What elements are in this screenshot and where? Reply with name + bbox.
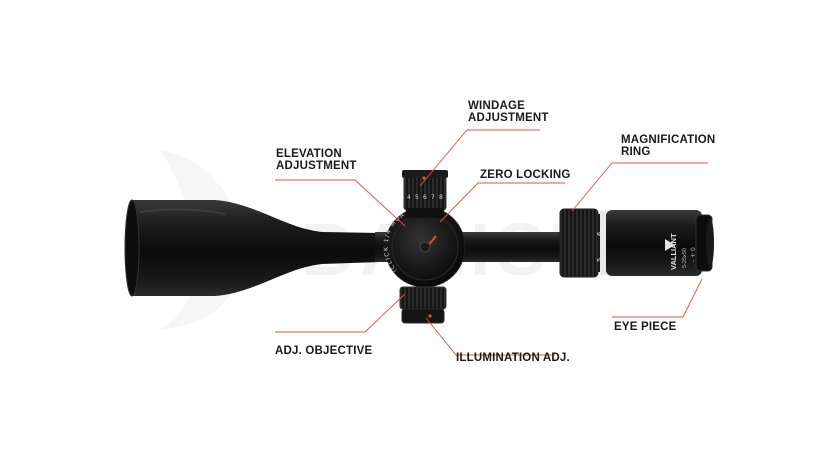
dial-number: 6	[423, 194, 427, 201]
illumination-turret	[399, 286, 447, 310]
eye-piece-label: EYE PIECE	[614, 321, 677, 333]
adj-objective-label: ADJ. OBJECTIVE	[275, 345, 372, 357]
magnification-ring-label: MAGNIFICATION RING	[621, 134, 715, 158]
windage-line2: ADJUSTMENT	[468, 112, 549, 124]
dial-number: 4	[407, 194, 411, 201]
elevation-turret	[403, 175, 447, 211]
eyepiece-body	[606, 210, 702, 276]
elevation-adjustment-label: ELEVATION ADJUSTMENT	[276, 148, 357, 172]
zero-locking-line1: ZERO LOCKING	[480, 169, 571, 181]
model-text: 5-25x50	[682, 248, 688, 268]
brand-logo-text: VALLIANT	[669, 233, 678, 270]
illumination-adj-label: ILLUMINATION ADJ.	[456, 352, 570, 364]
magnification-line1: MAGNIFICATION	[621, 134, 716, 146]
objective-bell	[125, 200, 380, 296]
eyepiece-marks: - + 0	[690, 247, 697, 262]
dial-number: 8	[439, 194, 443, 201]
dial-number: 5	[415, 194, 419, 201]
elevation-line2: ADJUSTMENT	[276, 160, 357, 172]
zero-locking-label: ZERO LOCKING	[480, 169, 571, 181]
windage-line1: WINDAGE	[468, 100, 525, 112]
windage-adjustment-label: WINDAGE ADJUSTMENT	[468, 100, 549, 124]
dial-number: 7	[431, 194, 435, 201]
callout-leaders	[275, 129, 708, 356]
adj-objective-line1: ADJ. OBJECTIVE	[275, 345, 373, 357]
magnification-line2: RING	[621, 146, 651, 158]
illumination-line1: ILLUMINATION ADJ.	[456, 352, 570, 364]
magnification-ring	[559, 208, 599, 278]
elevation-line1: ELEVATION	[276, 148, 342, 160]
eye-piece-line1: EYE PIECE	[614, 321, 677, 333]
